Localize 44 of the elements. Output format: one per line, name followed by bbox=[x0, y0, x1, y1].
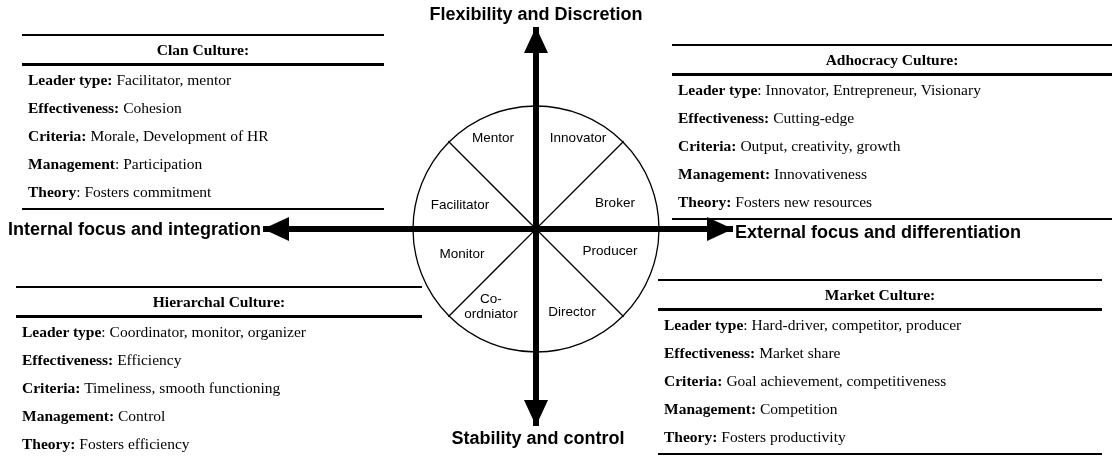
role-label: Facilitator bbox=[430, 196, 490, 212]
culture-table bbox=[672, 44, 1112, 220]
axis-label: External focus and differentiation bbox=[735, 222, 1022, 243]
table-heading: Market Culture: bbox=[658, 281, 1102, 311]
table-row-text: Management: Competition bbox=[663, 399, 839, 419]
role-label: Director bbox=[548, 303, 596, 319]
axis-arrow bbox=[524, 27, 548, 229]
axis-label: Internal focus and integration bbox=[8, 219, 262, 240]
table-row-text: Leader type: Coordinator, monitor, organizer bbox=[21, 322, 308, 342]
role-label: Innovator bbox=[549, 129, 607, 145]
table-row-text: Theory: Fosters efficiency bbox=[21, 434, 191, 454]
table-row-text: Leader type: Facilitator, mentor bbox=[27, 70, 233, 90]
table-row-text: Management: Participation bbox=[27, 154, 204, 174]
table-row-text: Effectiveness: Market share bbox=[663, 343, 842, 363]
table-row-text: Criteria: Morale, Development of HR bbox=[27, 126, 270, 146]
table-row-text: Theory: Fosters productivity bbox=[663, 427, 847, 447]
table-row-text: Criteria: Goal achievement, competitiveness bbox=[663, 371, 948, 391]
table-heading: Clan Culture: bbox=[22, 36, 384, 66]
table-row-text: Management: Innovativeness bbox=[677, 164, 868, 184]
role-label: Monitor bbox=[439, 245, 485, 261]
table-row-text: Effectiveness: Efficiency bbox=[21, 350, 183, 370]
axis-arrow bbox=[536, 217, 733, 241]
culture-table bbox=[658, 279, 1102, 455]
table-row-text: Theory: Fosters new resources bbox=[677, 192, 874, 212]
axis-label: Stability and control bbox=[451, 428, 625, 449]
table-row-text: Criteria: Timeliness, smooth functioning bbox=[21, 378, 282, 398]
role-label: Mentor bbox=[472, 129, 514, 145]
role-label: Co-ordniator bbox=[463, 291, 519, 321]
table-row-text: Effectiveness: Cutting-edge bbox=[677, 108, 856, 128]
role-wheel bbox=[412, 105, 660, 353]
role-label: Producer bbox=[582, 242, 638, 258]
table-heading: Adhocracy Culture: bbox=[672, 46, 1112, 76]
table-row-text: Leader type: Hard-driver, competitor, producer bbox=[663, 315, 963, 335]
table-heading: Hierarchal Culture: bbox=[16, 288, 422, 318]
table-row-text: Effectiveness: Cohesion bbox=[27, 98, 183, 118]
table-row-text: Theory: Fosters commitment bbox=[27, 182, 213, 202]
table-row-text: Management: Control bbox=[21, 406, 167, 426]
culture-table bbox=[22, 34, 384, 210]
table-row-text: Leader type: Innovator, Entrepreneur, Visionary bbox=[677, 80, 982, 100]
axis-arrow bbox=[524, 229, 548, 426]
axis-arrow bbox=[263, 217, 536, 241]
axis-label: Flexibility and Discretion bbox=[429, 4, 643, 25]
role-label: Broker bbox=[595, 194, 635, 210]
table-row-text: Criteria: Output, creativity, growth bbox=[677, 136, 902, 156]
